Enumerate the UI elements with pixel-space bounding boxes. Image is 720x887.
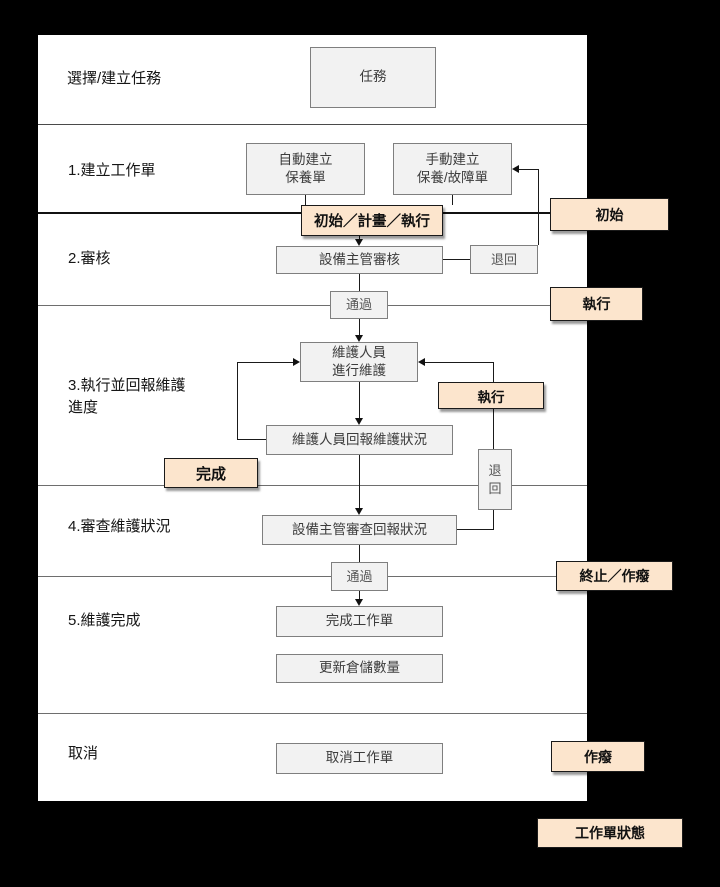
- lane-divider-6: [38, 713, 587, 714]
- connector-right-loop-bottom: [457, 529, 494, 530]
- node-cancel-order: 取消工作單: [276, 743, 443, 774]
- node-reject-inspect: 退 回: [478, 449, 512, 510]
- connector-banner-to-review: [359, 236, 360, 241]
- node-supervisor-inspect: 設備主管審查回報狀況: [262, 515, 457, 545]
- status-executing-branch: 執行: [438, 382, 544, 409]
- node-pass-review: 通過: [330, 291, 388, 319]
- lane-label-task: 選擇/建立任務: [67, 70, 162, 87]
- lane-divider-2-status-line: [38, 212, 552, 214]
- status-done: 完成: [164, 458, 258, 488]
- connector-auto-to-banner: [305, 195, 306, 205]
- lane-label-maintenance-done: 5.維護完成: [68, 612, 141, 629]
- connector-perform-to-report: [359, 382, 360, 419]
- connector-left-loop-vertical: [237, 362, 238, 440]
- arrowhead-into-review: [355, 239, 363, 246]
- lane-divider-5-status-line: [38, 576, 557, 577]
- arrowhead-into-manual-create: [512, 165, 519, 173]
- connector-right-loop-vertical: [493, 362, 494, 530]
- connector-pass-to-perform: [359, 319, 360, 336]
- status-executing: 執行: [550, 287, 643, 321]
- status-terminate-void: 終止／作癈: [556, 561, 673, 591]
- lane-label-inspect-status: 4.審查維護狀況: [68, 518, 171, 535]
- connector-left-loop-top: [237, 362, 294, 363]
- status-initial: 初始: [550, 198, 669, 231]
- lane-label-create-order: 1.建立工作單: [68, 162, 156, 179]
- lane-label-cancel: 取消: [68, 745, 99, 762]
- node-update-inventory: 更新倉儲數量: [276, 654, 443, 683]
- connector-manual-to-banner: [452, 195, 453, 205]
- node-supervisor-review: 設備主管審核: [276, 246, 443, 274]
- arrowhead-into-perform: [355, 335, 363, 342]
- node-report-maintenance: 維護人員回報維護狀況: [266, 425, 453, 455]
- arrowhead-into-perform-left: [293, 358, 300, 366]
- lane-divider-1: [38, 124, 587, 125]
- status-void: 作癈: [551, 741, 645, 772]
- connector-inspect-to-pass2: [359, 545, 360, 562]
- connector-pass2-to-complete: [359, 591, 360, 600]
- node-task: 任務: [310, 47, 436, 108]
- lane-divider-4-status-line: [38, 485, 587, 486]
- connector-report-to-inspect: [359, 455, 360, 509]
- lane-label-review: 2.審核: [68, 250, 111, 267]
- connector-reject-loop-vertical: [538, 169, 539, 245]
- arrowhead-into-perform-right: [418, 358, 425, 366]
- connector-right-loop-top: [425, 362, 494, 363]
- lane-divider-3-status-line: [38, 305, 552, 306]
- connector-review-to-reject: [443, 259, 470, 260]
- arrowhead-into-inspect: [355, 508, 363, 515]
- connector-reject-loop-horizontal: [519, 169, 539, 170]
- node-pass-inspect: 通過: [331, 562, 388, 591]
- lane-label-execute-report: 3.執行並回報維護進度: [68, 377, 186, 416]
- arrowhead-into-report: [355, 418, 363, 425]
- legend-work-order-status: 工作單狀態: [537, 818, 683, 848]
- arrowhead-into-complete: [355, 599, 363, 606]
- node-reject-review: 退回: [470, 245, 538, 274]
- node-perform-maintenance: 維護人員 進行維護: [300, 342, 418, 382]
- status-initial-plan-execute: 初始／計畫／執行: [301, 205, 443, 236]
- node-manual-create: 手動建立 保養/故障單: [393, 143, 512, 195]
- connector-left-loop-bottom: [237, 439, 266, 440]
- node-complete-order: 完成工作單: [276, 606, 443, 637]
- connector-review-to-pass: [359, 274, 360, 291]
- node-auto-create: 自動建立 保養單: [246, 143, 365, 195]
